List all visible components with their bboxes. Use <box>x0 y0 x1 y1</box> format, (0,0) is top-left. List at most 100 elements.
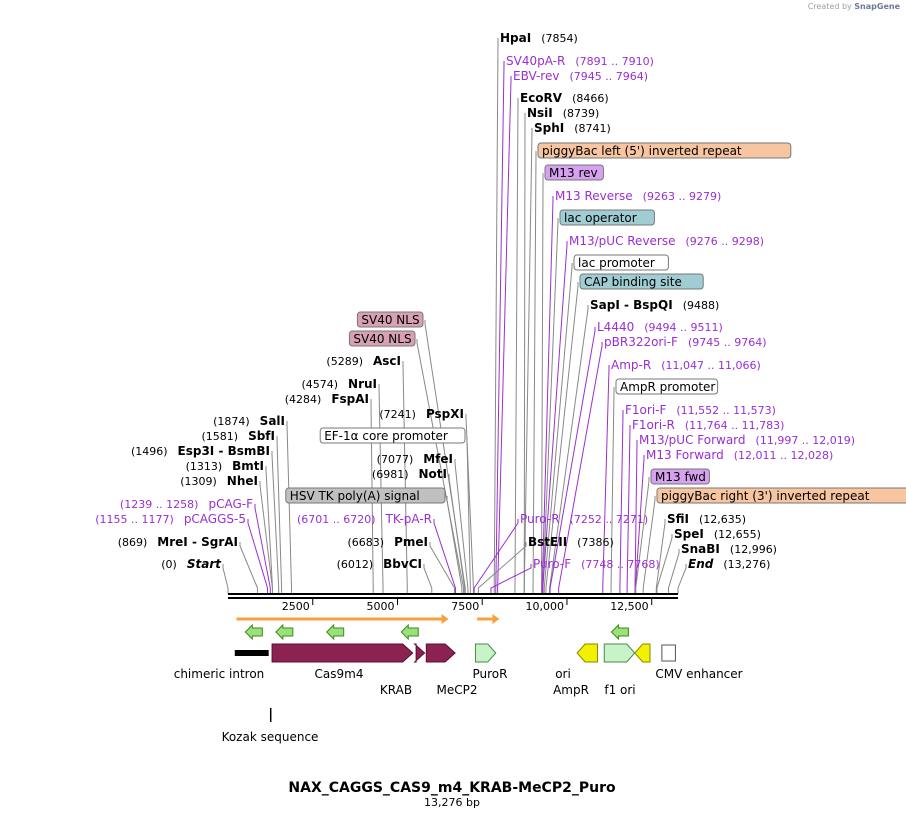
feature-label: PuroR <box>473 667 508 681</box>
callout-name: MfeI <box>423 452 453 466</box>
callout-pcag-f: (1239 .. 1258)pCAG-F <box>120 497 271 594</box>
promoter-arrow-head <box>441 614 449 624</box>
callout-line <box>619 410 624 594</box>
callout-name: SfiI <box>667 512 689 526</box>
callout-box <box>356 311 424 328</box>
callout-position: (1239 .. 1258) <box>120 498 199 511</box>
callout-name: NotI <box>419 467 448 481</box>
callout-name: PmeI <box>394 535 428 549</box>
callout-position: (12,996) <box>730 543 777 556</box>
callout-ecorv: EcoRV(8466) <box>514 91 609 594</box>
callout-text: SapI - BspQI(9488) <box>590 298 719 312</box>
callout-line <box>543 263 573 594</box>
feature-cas9m4 <box>271 643 414 663</box>
callout-text: (7241)PspXI <box>379 407 464 421</box>
callout-text: F1ori-R(11,764 .. 11,783) <box>632 418 784 432</box>
feature-f1-ori <box>634 643 651 663</box>
callout-line <box>668 549 680 594</box>
callout-line <box>532 151 537 594</box>
callout-position: (12,011 .. 12,028) <box>734 449 834 462</box>
callout-box <box>544 164 604 181</box>
callout-box <box>579 273 704 290</box>
callout-name: pCAGGS-5 <box>184 512 246 526</box>
feature-mecp2 <box>425 643 456 663</box>
callout-bsteii: BstEII(7386) <box>477 535 614 594</box>
callout-text: Puro-F(7748 .. 7768) <box>533 557 660 571</box>
callout-m13-reverse: M13 Reverse(9263 .. 9279) <box>541 189 721 594</box>
callout-text: (5289)AscI <box>326 354 401 368</box>
callout-position: (1313) <box>186 460 223 473</box>
callout-text: (1496)Esp3I - BsmBI <box>131 444 270 458</box>
callout-name: SalI <box>260 414 285 428</box>
callout-line <box>541 173 544 594</box>
callout-name: Puro-F <box>533 557 571 571</box>
callout-name: SV40pA-R <box>506 54 565 68</box>
callout-line <box>286 421 293 594</box>
callout-name: NruI <box>348 377 377 391</box>
callout-line <box>477 542 527 594</box>
callout-piggybac-right-3-inverted-repeat: piggyBac right (3') inverted repeat <box>642 487 906 594</box>
callout-text: EBV-rev(7945 .. 7964) <box>513 69 648 83</box>
callout-position: (6012) <box>337 558 374 571</box>
callout-position: (6981) <box>372 468 409 481</box>
callout-line <box>602 365 610 594</box>
callout-pbr322ori-f: pBR322ori-F(9745 .. 9764) <box>558 335 767 594</box>
callout-name: PspXI <box>426 407 464 421</box>
callout-text: piggyBac right (3') inverted repeat <box>661 489 870 503</box>
feature-label: KRAB <box>380 683 412 697</box>
plasmid-length: 13,276 bp <box>424 796 480 809</box>
callout-piggybac-left-5-inverted-repeat: piggyBac left (5') inverted repeat <box>532 142 792 594</box>
callout-sfii: SfiI(12,635) <box>655 512 746 594</box>
callout-name: Amp-R <box>611 358 651 372</box>
callout-line <box>642 496 656 594</box>
callout-hpai: HpaI(7854) <box>493 31 578 594</box>
callout-puro-r: Puro-R(7252 .. 7271) <box>473 512 648 594</box>
feature-ampr <box>603 643 636 663</box>
callout-text: NsiI(8739) <box>527 106 599 120</box>
green-arrow <box>244 623 263 641</box>
ruler-tick-label: 10,000 <box>525 600 564 613</box>
callout-name: End <box>688 557 714 571</box>
callout-snabi: SnaBI(12,996) <box>668 542 777 594</box>
callout-sv40-nls: SV40 NLS <box>356 311 466 594</box>
callout-name: F1ori-F <box>625 403 666 417</box>
callout-line <box>495 61 505 594</box>
callout-text: F1ori-F(11,552 .. 11,573) <box>625 403 776 417</box>
callout-text: (0)Start <box>161 557 222 571</box>
callout-position: (7386) <box>577 536 614 549</box>
green-arrow <box>275 623 294 641</box>
callout-box <box>537 142 792 159</box>
green-arrow <box>400 623 419 641</box>
callout-position: (1581) <box>202 430 239 443</box>
callout-text: (1581)SbfI <box>202 429 276 443</box>
callout-sphi: SphI(8741) <box>523 121 611 594</box>
callout-text: (1155 .. 1177)pCAGGS-5 <box>95 512 246 526</box>
callout-position: (9745 .. 9764) <box>688 336 767 349</box>
callout-text: (1309)NheI <box>180 474 258 488</box>
callout-name: M13/pUC Reverse <box>569 234 676 248</box>
callout-line <box>465 414 474 594</box>
callout-position: (6683) <box>348 536 385 549</box>
callout-text: SfiI(12,635) <box>667 512 746 526</box>
ruler-tick-label: 2500 <box>282 600 310 613</box>
callout-ampr-promoter: AmpR promoter <box>610 378 719 594</box>
callout-bbvci: (6012)BbvCI <box>337 557 433 594</box>
callout-spei: SpeI(12,655) <box>656 527 761 594</box>
callout-text: SV40 NLS <box>353 332 411 346</box>
callout-line <box>247 519 269 594</box>
callout-line <box>222 564 229 594</box>
feature-chimeric-intron <box>234 650 269 656</box>
callout-text: EcoRV(8466) <box>520 91 609 105</box>
callout-esp3i-bsmbi: (1496)Esp3I - BsmBI <box>131 444 280 594</box>
callout-position: (9488) <box>683 299 720 312</box>
callout-text: M13/pUC Forward(11,997 .. 12,019) <box>639 433 855 447</box>
callout-line <box>545 282 579 594</box>
callout-position: (8741) <box>574 122 611 135</box>
callout-name: BmtI <box>232 459 264 473</box>
callout-line <box>497 76 512 594</box>
ruler-tick-label: 7500 <box>451 600 479 613</box>
callout-box <box>656 487 906 504</box>
callout-text: lac operator <box>564 211 637 225</box>
callout-m13-fwd: M13 fwd <box>635 468 710 594</box>
